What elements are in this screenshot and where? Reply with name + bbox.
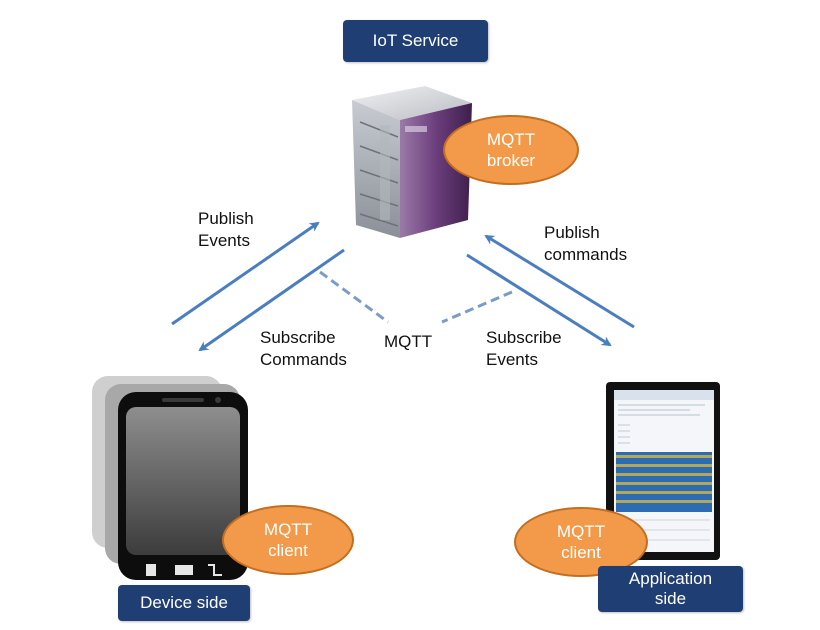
broker-oval: MQTT broker	[443, 115, 579, 185]
device-side-box: Device side	[118, 585, 250, 621]
device-side-label: Device side	[140, 593, 228, 612]
subscribe-commands-line1: Subscribe	[260, 328, 336, 347]
iot-service-label: IoT Service	[372, 31, 459, 50]
application-side-box: Application side	[598, 566, 743, 612]
application-side-line2: side	[654, 589, 687, 608]
subscribe-events-line2: Events	[486, 350, 538, 369]
mqtt-dashed-line-left	[319, 270, 389, 324]
publish-commands-line2: commands	[544, 245, 628, 264]
app-client-line1: MQTT	[556, 522, 606, 541]
device-client-line1: MQTT	[263, 520, 313, 539]
subscribe-events-label: Subscribe Events	[486, 327, 562, 371]
broker-line2: broker	[486, 151, 536, 170]
publish-events-label: Publish Events	[198, 208, 254, 252]
device-client-oval: MQTT client	[222, 505, 354, 575]
publish-commands-line1: Publish	[544, 223, 600, 242]
publish-commands-arrow	[484, 234, 635, 329]
app-client-line2: client	[561, 543, 601, 562]
publish-commands-label: Publish commands	[544, 222, 627, 266]
smartphone-icon	[92, 376, 248, 580]
publish-events-arrow	[171, 221, 320, 326]
iot-service-box: IoT Service	[343, 20, 488, 62]
app-client-oval: MQTT client	[514, 507, 648, 577]
mqtt-label: MQTT	[384, 332, 433, 351]
subscribe-events-line1: Subscribe	[486, 328, 562, 347]
subscribe-commands-arrow	[198, 248, 345, 352]
application-side-line1: Application	[628, 569, 713, 588]
subscribe-commands-line2: Commands	[260, 350, 347, 369]
subscribe-events-arrow	[466, 253, 612, 347]
broker-line1: MQTT	[486, 130, 536, 149]
device-client-line2: client	[268, 541, 308, 560]
publish-events-line2: Events	[198, 231, 250, 250]
mqtt-dashed-line-right	[441, 290, 513, 324]
subscribe-commands-label: Subscribe Commands	[260, 327, 347, 371]
publish-events-line1: Publish	[198, 209, 254, 228]
